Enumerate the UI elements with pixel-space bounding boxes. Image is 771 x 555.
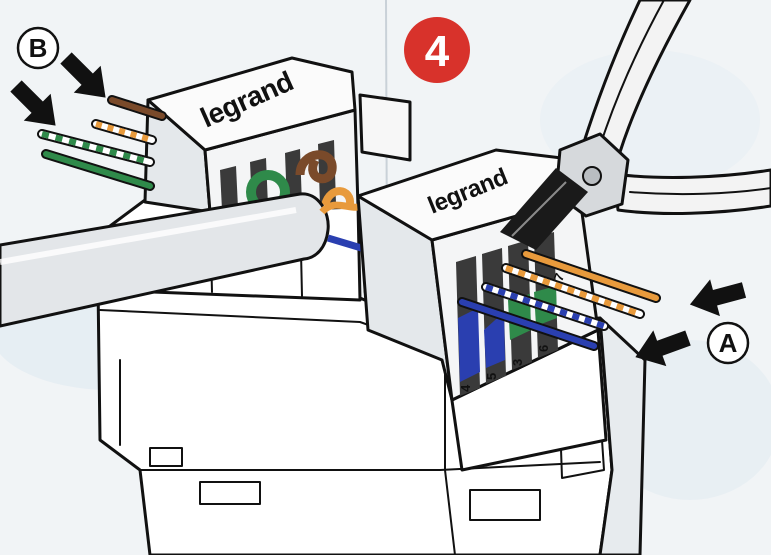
pliers-upper-handle-line [601,0,665,141]
arrow-icon [10,80,56,126]
step-badge: 4 [404,17,470,83]
left-connector-cap: legrand [143,56,360,214]
arrow-icon [635,330,691,367]
callout-b-circle [16,26,60,70]
left-wire-bundle [37,95,167,191]
housing-side-panel [598,316,647,555]
callout-b-letter: B [29,33,48,63]
pliers-jaws [500,168,588,250]
pliers-jaw-edge [511,181,567,237]
left-brown-wire-loop [295,150,337,184]
wire-brown [109,97,165,119]
housing-clip [149,447,183,467]
pin-label-bottom: 3 [510,359,525,366]
housing-edge [444,351,456,555]
pliers-pivot-rivet [582,166,602,186]
divider-post [358,93,412,162]
wire-green [43,151,153,189]
housing-ledge [139,461,601,471]
slot-fill-blue [484,312,505,368]
pin-label-bottom: 5 [484,373,499,380]
step-badge-circle [404,17,470,83]
cable-jacket [0,192,330,328]
housing-clip [469,489,541,521]
cable-highlight [0,207,297,265]
wire-blue [459,299,597,349]
callout-a-letter: A [719,328,738,358]
wire-blue-white-base [483,284,607,329]
wire-orange-white-stripe [505,265,641,317]
arrow-icon [60,52,106,98]
arrow-icon [689,279,747,317]
callout-arrows [10,52,747,367]
slot-fill-blue [458,308,480,382]
pin-label-bottom: 6 [536,345,551,352]
pin-label-bottom: 4 [458,384,473,392]
callout-a: A [706,321,750,365]
cutting-pliers [500,0,771,250]
pliers-lower-handle-line [629,187,771,196]
step-badge-number: 4 [425,27,450,76]
wire-orange [523,251,659,301]
left-orange-wire-loop [321,187,355,207]
callout-a-circle [706,321,750,365]
left-cap-top-face [146,56,357,152]
wire-white-green-stripe [41,131,151,165]
left-cap-slot [220,166,238,210]
pliers-lower-handle [612,168,771,215]
right-wire-bundle [457,249,661,351]
wire-white-orange-stripe [95,121,153,143]
housing-clip [199,481,261,505]
callout-b: B [16,26,60,70]
pin-label-top: 7 [551,271,568,283]
